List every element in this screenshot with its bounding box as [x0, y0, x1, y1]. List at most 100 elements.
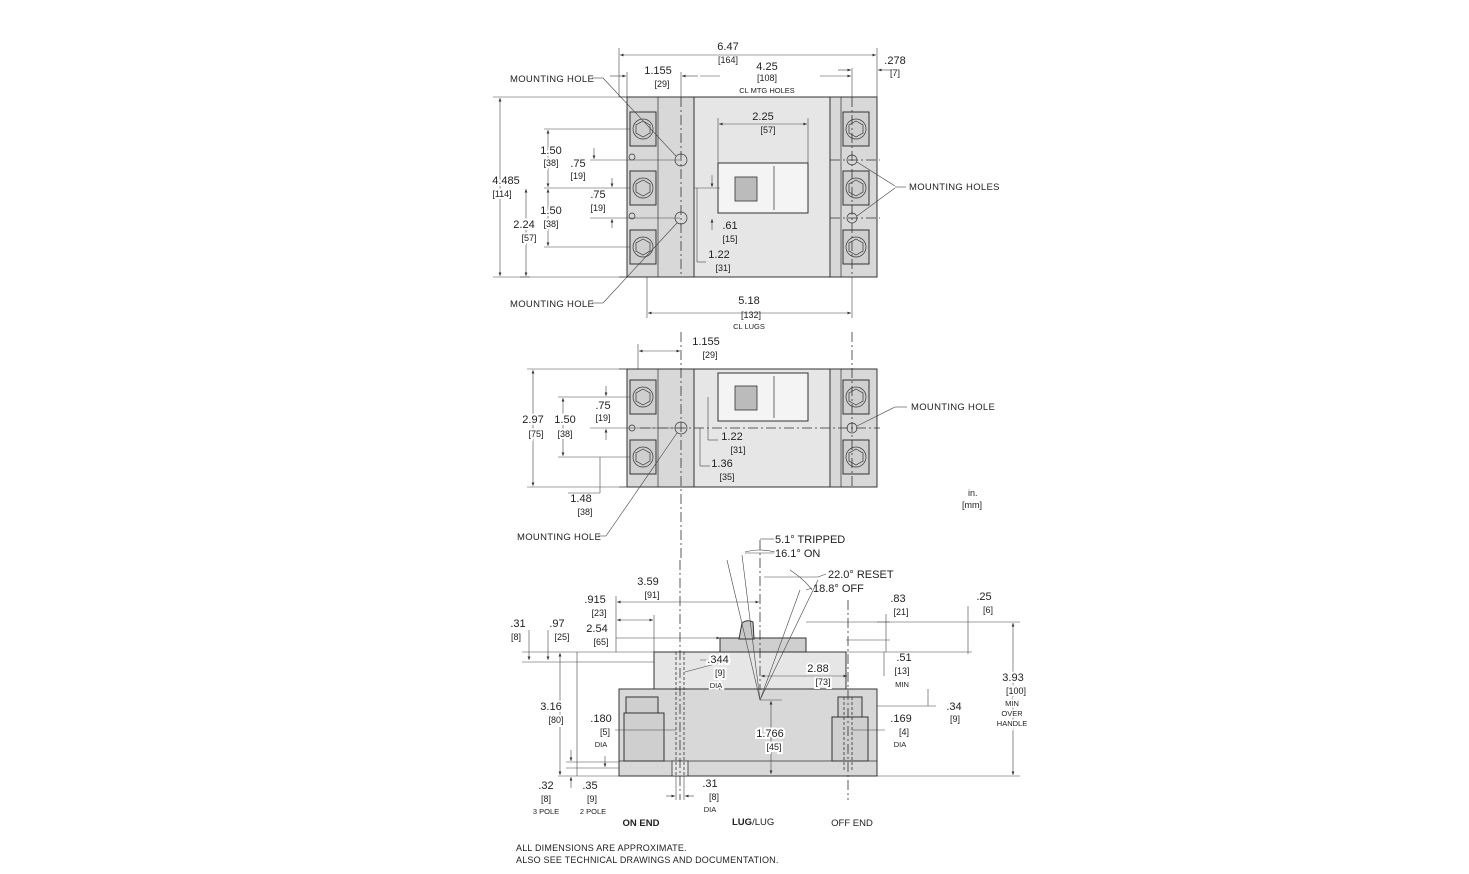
lug-terminal	[842, 170, 870, 206]
dim-0344: .344	[707, 654, 728, 666]
dim-075b-mm: [19]	[590, 203, 605, 213]
dim-254: 2.54	[586, 623, 607, 635]
dim-handle-width: 2.25	[752, 111, 773, 123]
side-view-lug-on-end	[623, 712, 665, 762]
dim-0344-mm: [9]	[715, 668, 725, 678]
label-mounting-holes: MOUNTING HOLES	[909, 182, 1000, 193]
dim-122: 1.22	[708, 249, 729, 261]
dim-150b-mm: [38]	[543, 219, 558, 229]
dim-overall-width-mm: [164]	[718, 55, 738, 65]
dim-031-mm: [8]	[709, 792, 719, 802]
middle-view	[619, 332, 880, 560]
dim-254-mm: [65]	[593, 637, 608, 647]
dim-middle-150-mm: [38]	[557, 429, 572, 439]
dim-0915-mm: [23]	[591, 608, 606, 618]
dim-middle-122: 1.22	[721, 431, 742, 443]
units-mm: [mm]	[962, 500, 982, 510]
dim-075a-mm: [19]	[570, 171, 585, 181]
angle-tripped: 5.1° TRIPPED	[775, 534, 845, 546]
dim-035-mm: [9]	[587, 794, 597, 804]
dim-288-mm: [73]	[815, 677, 830, 687]
dim-061-mm: [15]	[722, 234, 737, 244]
dim-overall-width: 6.47	[717, 41, 738, 53]
dim-handle-width-mm: [57]	[760, 125, 775, 135]
dim-middle-075-mm: [19]	[595, 413, 610, 423]
lug-terminal	[842, 439, 870, 475]
dim-cl-mtg-holes: 4.25	[756, 61, 777, 73]
dim-031-dia: DIA	[704, 805, 717, 814]
side-view	[618, 540, 878, 800]
dim-032-note: 3 POLE	[533, 807, 559, 816]
note-approximate: ALL DIMENSIONS ARE APPROXIMATE.	[516, 843, 687, 853]
dim-316-mm: [80]	[548, 715, 563, 725]
dim-083: .83	[890, 593, 905, 605]
label-lug: LUG/LUG	[732, 817, 774, 828]
dim-0344-dia: DIA	[710, 681, 723, 690]
dim-0169: .169	[890, 713, 911, 725]
angle-on: 16.1° ON	[775, 548, 820, 560]
label-mounting-hole-left: MOUNTING HOLE	[517, 532, 601, 543]
dim-cl-mtg-holes-mm: [108]	[757, 73, 777, 83]
dim-035: .35	[582, 780, 597, 792]
dim-0180-dia: DIA	[595, 740, 608, 749]
dim-1155-mm: [29]	[654, 79, 669, 89]
dim-middle-136-mm: [35]	[719, 472, 734, 482]
dim-051-mm: [13]	[894, 666, 909, 676]
dim-0180-mm: [5]	[600, 727, 610, 737]
breaker-handle	[717, 162, 809, 214]
dim-278: .278	[884, 55, 905, 67]
label-mounting-hole-right: MOUNTING HOLE	[911, 402, 995, 413]
dim-1155: 1.155	[644, 65, 672, 77]
dim-0169-dia: DIA	[894, 740, 907, 749]
dim-1766: 1.766	[756, 728, 784, 740]
dim-393-note-min: MIN	[1005, 699, 1019, 708]
dim-150a: 1.50	[540, 145, 561, 157]
lug-terminal	[842, 379, 870, 415]
middle-view-dimensions: 1.155 [29] 2.97 [75] 1.50 [38] .75 [19] …	[517, 336, 995, 543]
dim-height: 4.485	[492, 175, 520, 187]
label-lug-bold: LUG	[732, 817, 752, 828]
dim-150a-mm: [38]	[543, 158, 558, 168]
dim-224: 2.24	[513, 219, 534, 231]
dim-393-mm: [100]	[1006, 686, 1026, 696]
dim-cl-lugs-mm: [132]	[741, 310, 761, 320]
angle-off: 18.8° OFF	[813, 583, 864, 595]
dim-031cb-mm: [8]	[511, 632, 521, 642]
dim-034-mm: [9]	[950, 714, 960, 724]
lug-terminal	[629, 229, 657, 265]
dim-122-mm: [31]	[715, 263, 730, 273]
dim-middle-height-mm: [75]	[528, 429, 543, 439]
side-view-handle-base	[719, 637, 807, 653]
dim-075a: .75	[570, 158, 585, 170]
dim-middle-122-mm: [31]	[730, 445, 745, 455]
label-mounting-hole-bottom: MOUNTING HOLE	[510, 299, 594, 310]
dim-middle-1155-mm: [29]	[702, 350, 717, 360]
top-view	[619, 96, 880, 278]
label-on-end: ON END	[623, 818, 660, 829]
dim-middle-136: 1.36	[711, 458, 732, 470]
lug-terminal	[842, 229, 870, 265]
dim-cl-lugs: 5.18	[738, 295, 759, 307]
breaker-handle	[717, 372, 809, 422]
dim-031: .31	[702, 778, 717, 790]
dim-0169-mm: [4]	[899, 727, 909, 737]
dim-031cb: .31	[510, 618, 525, 630]
dim-316: 3.16	[540, 701, 561, 713]
dim-359-mm: [91]	[644, 590, 659, 600]
note-see-technical: ALSO SEE TECHNICAL DRAWINGS AND DOCUMENT…	[516, 855, 779, 865]
dim-393-note-handle: HANDLE	[997, 719, 1027, 728]
dim-0180: .180	[590, 713, 611, 725]
dim-061: .61	[722, 220, 737, 232]
dim-middle-148-mm: [38]	[577, 507, 592, 517]
side-view-dimensions: 5.1° TRIPPED 16.1° ON 22.0° RESET 18.8° …	[510, 534, 1028, 829]
dim-097: .97	[549, 618, 564, 630]
dim-middle-1155: 1.155	[692, 336, 720, 348]
dim-051: .51	[896, 652, 911, 664]
dim-393-note-over: OVER	[1001, 709, 1023, 718]
side-view-handle	[738, 620, 755, 640]
lug-terminal	[842, 111, 870, 147]
dim-middle-075: .75	[595, 400, 610, 412]
top-view-dimensions: 6.47 [164] 1.155 [29] 4.25 [108] CL MTG …	[490, 41, 1000, 331]
dim-051-min: MIN	[895, 680, 909, 689]
